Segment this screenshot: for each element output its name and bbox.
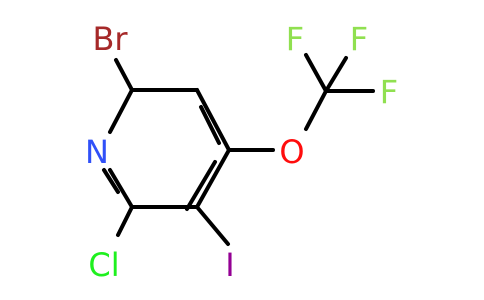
bond-c5-c4-inner: [199, 105, 221, 145]
atom-br: Br: [92, 20, 128, 58]
atom-f-left: F: [286, 20, 304, 58]
bond-c5-c4: [195, 88, 231, 152]
bond-c-f1: [304, 53, 328, 93]
bond-o-c: [304, 89, 328, 131]
bonds: [102, 53, 375, 246]
atom-f-far: F: [380, 73, 398, 111]
atom-i: I: [225, 246, 234, 284]
bond-c4-c3: [195, 148, 231, 209]
atom-labels: Br N Cl I O F F F: [85, 20, 398, 284]
bond-c2-cl: [116, 205, 134, 237]
bond-c4-c3-inner: [185, 160, 217, 211]
bond-c3-i: [195, 205, 230, 246]
bond-c6-br: [114, 58, 134, 92]
bond-n1-c6: [108, 88, 134, 134]
atom-cl: Cl: [88, 246, 119, 284]
atom-o: O: [279, 133, 304, 171]
bond-c2-n1: [108, 168, 134, 209]
atom-n: N: [85, 133, 109, 171]
bond-c-f2: [324, 56, 348, 93]
bond-c2-n1-inner: [102, 168, 120, 194]
atom-f-right: F: [350, 20, 368, 58]
